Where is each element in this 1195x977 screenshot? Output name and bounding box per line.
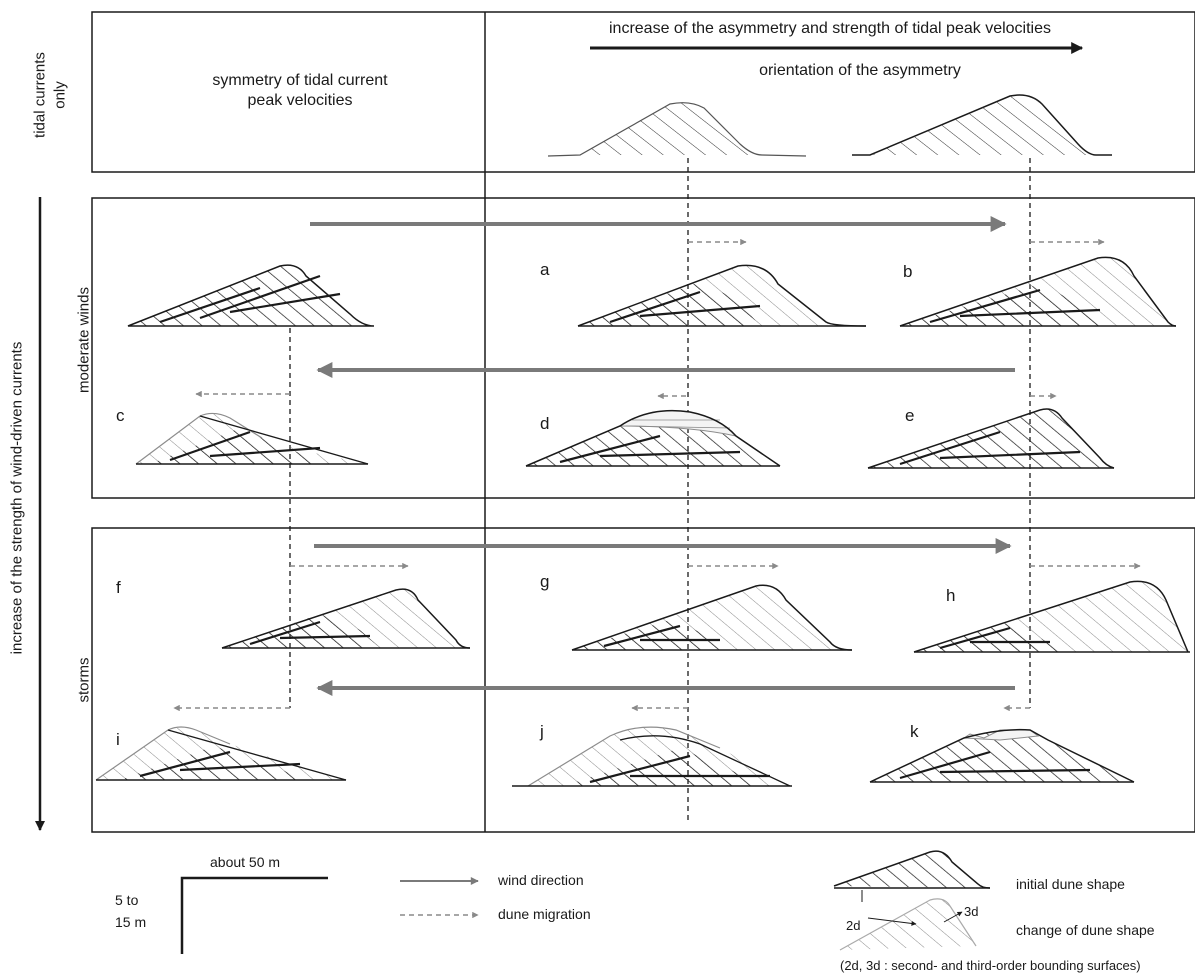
asymmetry-increase-label: increase of the asymmetry and strength o… — [609, 20, 1051, 37]
legend-footnote: (2d, 3d : second- and third-order boundi… — [840, 958, 1141, 973]
wind-arrows — [310, 216, 1015, 696]
reference-lines — [289, 158, 1031, 820]
panel-label-b: b — [903, 262, 913, 281]
panel-label-j: j — [540, 722, 544, 741]
legend — [180, 850, 991, 954]
change-shape-label: change of dune shape — [1016, 922, 1155, 938]
dune-c — [135, 412, 369, 465]
initial-shape-label: initial dune shape — [1016, 876, 1125, 892]
dune-e — [867, 408, 1115, 469]
wind-axis-label: increase of the strength of wind-driven … — [8, 341, 26, 655]
legend-change-dune — [839, 890, 977, 951]
tidal-only-label-line1: tidal currents — [31, 52, 49, 138]
panel-label-d: d — [540, 414, 550, 433]
dune-g — [571, 584, 853, 651]
label-3d: 3d — [964, 904, 979, 919]
scale-bar — [180, 876, 328, 954]
panel-label-e: e — [905, 406, 915, 425]
storms-label: storms — [75, 657, 93, 703]
dune-j — [512, 726, 792, 787]
moderate-winds-label: moderate winds — [75, 287, 93, 393]
dune-k — [869, 728, 1135, 783]
wind-direction-label: wind direction — [498, 872, 584, 888]
panel-frames — [91, 11, 1195, 833]
panel-label-i: i — [116, 730, 120, 749]
panel-label-a: a — [540, 260, 550, 279]
panel-label-g: g — [540, 572, 550, 591]
dune-migration-label: dune migration — [498, 906, 591, 922]
symmetry-label-line2: peak velocities — [247, 92, 353, 109]
panel-label-k: k — [910, 722, 919, 741]
dune-f — [221, 588, 471, 649]
legend-initial-dune — [833, 850, 991, 889]
moderate-winds-box — [91, 197, 1195, 499]
orientation-label: orientation of the asymmetry — [759, 62, 961, 79]
dune-d — [525, 409, 781, 467]
storms-box — [91, 527, 1195, 833]
dune-top-1 — [547, 102, 807, 157]
dune-b — [899, 256, 1177, 327]
symmetry-label-line1: symmetry of tidal current — [212, 72, 388, 89]
migration-arrows — [173, 238, 1141, 712]
dune-a — [577, 264, 867, 327]
scale-vertical-line2: 15 m — [115, 914, 147, 930]
scale-vertical-line1: 5 to — [115, 892, 139, 908]
scale-horizontal-label: about 50 m — [210, 854, 281, 870]
dune-moderate-initial — [127, 264, 375, 327]
tidal-only-label-line2: only — [51, 81, 69, 109]
label-2d: 2d — [846, 918, 861, 933]
tidal-only-box — [91, 11, 1195, 173]
panel-label-f: f — [116, 578, 121, 597]
panel-label-h: h — [946, 586, 956, 605]
dune-h — [913, 580, 1190, 653]
panel-label-c: c — [116, 406, 125, 425]
dune-i — [95, 726, 347, 781]
dune-top-2 — [852, 94, 1112, 156]
